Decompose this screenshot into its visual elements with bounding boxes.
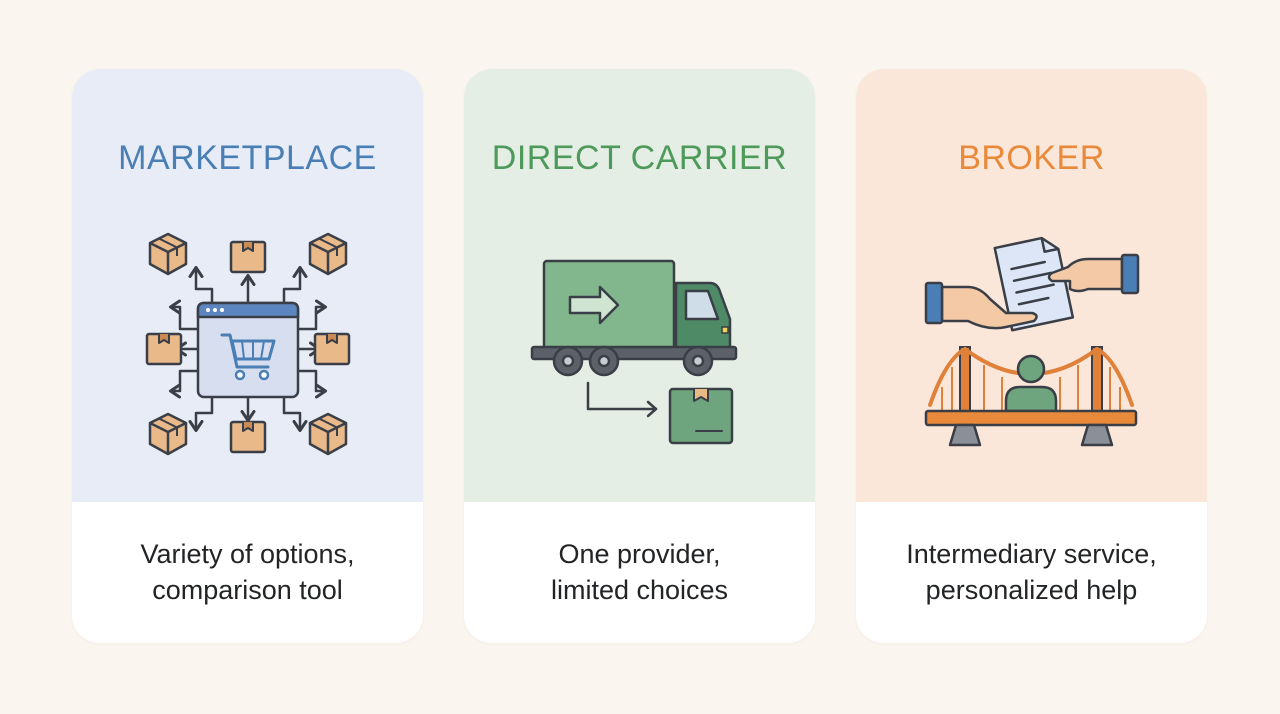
card-direct-carrier-description: One provider, limited choices — [551, 536, 728, 608]
card-direct-carrier-body: One provider, limited choices — [464, 502, 815, 643]
card-direct-carrier-title: DIRECT CARRIER — [491, 139, 788, 177]
card-direct-carrier-desc-line2: limited choices — [550, 574, 729, 605]
card-marketplace-desc-line1: Variety of options, — [140, 538, 355, 569]
card-broker-header: BROKER — [856, 69, 1207, 502]
card-direct-carrier-header: DIRECT CARRIER — [464, 69, 815, 502]
card-marketplace-description: Variety of options, comparison tool — [140, 536, 354, 608]
card-marketplace-body: Variety of options, comparison tool — [72, 502, 423, 643]
marketplace-network-icon — [72, 229, 423, 459]
options-comparison: MARKETPLACE — [72, 69, 1208, 643]
card-marketplace-title: MARKETPLACE — [118, 139, 377, 177]
delivery-truck-icon — [464, 229, 815, 459]
card-broker-desc-line1: Intermediary service, — [906, 538, 1157, 569]
card-broker-title: BROKER — [958, 139, 1105, 177]
handshake-bridge-icon — [856, 229, 1207, 459]
card-broker-desc-line2: personalized help — [925, 574, 1138, 605]
card-marketplace-header: MARKETPLACE — [72, 69, 423, 502]
card-broker-body: Intermediary service, personalized help — [856, 502, 1207, 643]
card-marketplace: MARKETPLACE — [72, 69, 423, 643]
card-marketplace-desc-line2: comparison tool — [152, 574, 343, 605]
card-broker: BROKER — [856, 69, 1207, 643]
card-direct-carrier-desc-line1: One provider, — [558, 538, 721, 569]
card-broker-description: Intermediary service, personalized help — [906, 536, 1157, 608]
card-direct-carrier: DIRECT CARRIER — [464, 69, 815, 643]
